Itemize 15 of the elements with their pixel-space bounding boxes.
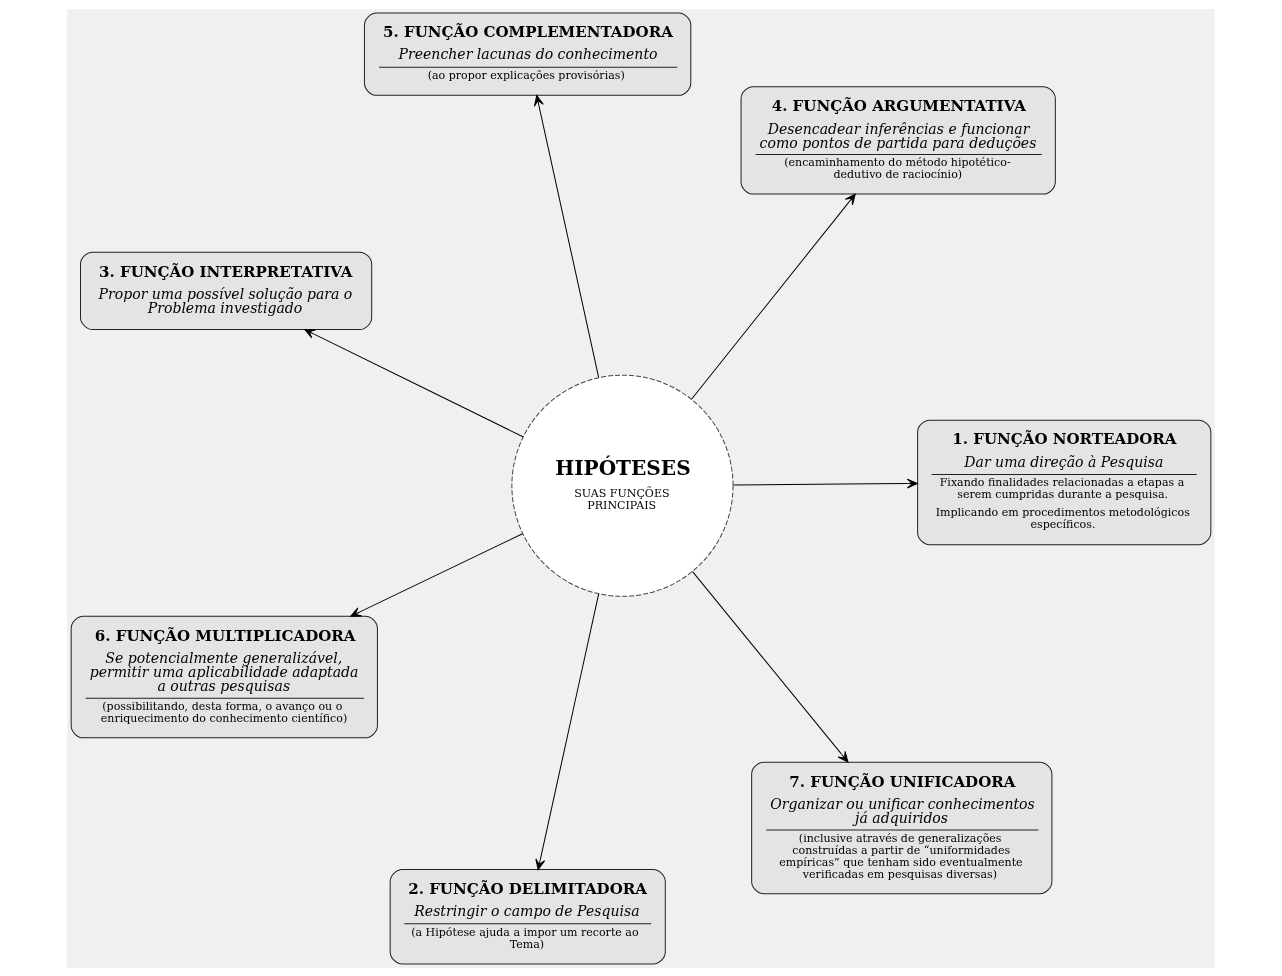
arrow bbox=[732, 478, 918, 489]
node-circle: HIPÓTESES SUAS FUNÇÕES PRINCIPAIS bbox=[511, 374, 734, 597]
arrow bbox=[691, 193, 856, 399]
arrow bbox=[533, 94, 600, 378]
node-box: 4. FUNÇÃO ARGUMENTATIVA Desencadear inferências e funcionar como pontos de partida para deduções (encaminhamento do método hipotético-dedutivo de raciocínio) bbox=[740, 85, 1056, 195]
node-box: 1. FUNÇÃO NORTEADORA Dar uma direção à Pesquisa Fixando finalidades relacionadas a etapas a serem cumpridas durante a pesquisa. Implicando em procedimentos metodológicos específicos. bbox=[917, 419, 1212, 545]
node-box: 2. FUNÇÃO DELIMITADORA Restringir o campo de Pesquisa (a Hipótese ajuda a impor um recorte ao Tema) bbox=[389, 868, 666, 964]
arrow bbox=[535, 592, 600, 870]
node-box: 5. FUNÇÃO COMPLEMENTADORA Preencher lacunas do conhecimento (ao propor explicações provisórias) bbox=[363, 12, 692, 96]
node-box: 3. FUNÇÃO INTERPRETATIVA Propor uma possível solução para o Problema investigado bbox=[80, 251, 373, 330]
node-box: 7. FUNÇÃO UNIFICADORA Organizar ou unificar conhecimentos já adquiridos (inclusive através de generalizações construídas a partir de “uniformidades empíricas” que tenham sido eventualmente verificadas em pesquisas diversas) bbox=[751, 761, 1053, 894]
arrow bbox=[304, 328, 524, 437]
arrow bbox=[692, 570, 849, 762]
arrow bbox=[350, 532, 523, 617]
node-box: 6. FUNÇÃO MULTIPLICADORA Se potencialmente generalizável, permitir uma aplicabilidade adaptada a outras pesquisas (possibilitando, desta forma, o avanço ou o enriquecimento do conhecimento científico) bbox=[70, 615, 378, 738]
